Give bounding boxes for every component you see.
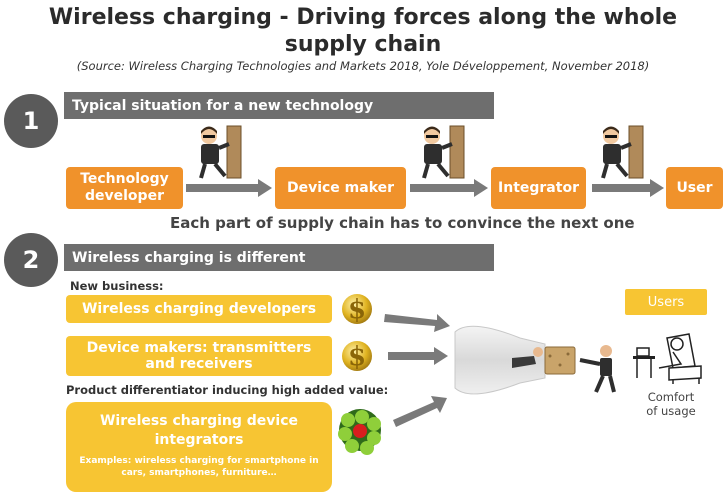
arrow-icon (410, 179, 488, 197)
dollar-icon: $ (342, 341, 372, 372)
comfort-line-2: of usage (646, 404, 696, 418)
step-integrator: Integrator (491, 167, 586, 209)
section-2-banner: Wireless charging is different (64, 244, 494, 271)
title-line-2: supply chain (284, 32, 442, 57)
integrators-line-1: Wireless charging device (99, 413, 298, 429)
step-user: User (666, 167, 723, 209)
user-in-armchair-icon (629, 328, 705, 386)
person-pushing-door-icon (601, 125, 644, 179)
step-technology-developer: Technology developer (66, 167, 183, 209)
section-1-number: 1 (4, 94, 58, 148)
comfort-line-1: Comfort (647, 390, 695, 404)
arrow-icon (186, 179, 272, 197)
source-citation: (Source: Wireless Charging Technologies … (76, 59, 650, 73)
comfort-of-usage: Comfort of usage (630, 390, 712, 418)
person-pushing-door-icon (199, 125, 242, 179)
integrators-examples: Examples: wireless charging for smartpho… (66, 455, 332, 479)
device-makers-line-2: and receivers (145, 356, 253, 372)
examples-line-1: Examples: wireless charging for smartpho… (79, 456, 319, 466)
step-label-line-2: developer (85, 188, 164, 204)
section-2-number: 2 (4, 233, 58, 287)
arrow-icon (388, 347, 448, 365)
integrators-box: Wireless charging device integrators Exa… (66, 402, 332, 492)
person-pulling-cork-icon (579, 345, 616, 393)
device-makers-line-1: Device makers: transmitters (86, 340, 312, 356)
section-1-caption: Each part of supply chain has to convinc… (170, 214, 635, 232)
arrow-icon (592, 179, 664, 197)
arrow-icon (393, 396, 447, 427)
dollar-symbol: $ (348, 295, 366, 325)
bottle-cork-icon (454, 325, 576, 395)
person-pushing-door-icon (422, 125, 465, 179)
examples-line-2: cars, smartphones, furniture… (121, 468, 277, 478)
apples-differentiator-icon (338, 409, 381, 455)
page-title: Wireless charging - Driving forces along… (0, 4, 726, 58)
step-label-line-1: Technology (80, 171, 169, 187)
title-line-1: Wireless charging - Driving forces along… (48, 5, 678, 30)
arrow-icon (384, 314, 450, 332)
step-device-maker: Device maker (275, 167, 406, 209)
wireless-charging-developers-box: Wireless charging developers (66, 295, 332, 323)
differentiator-label: Product differentiator inducing high add… (66, 383, 389, 397)
users-box: Users (625, 289, 707, 315)
section-1-banner: Typical situation for a new technology (64, 92, 494, 119)
new-business-label: New business: (70, 279, 164, 293)
dollar-icon: $ (342, 294, 372, 325)
device-makers-box: Device makers: transmitters and receiver… (66, 336, 332, 376)
integrators-line-2: integrators (154, 432, 244, 448)
dollar-symbol: $ (348, 342, 366, 372)
